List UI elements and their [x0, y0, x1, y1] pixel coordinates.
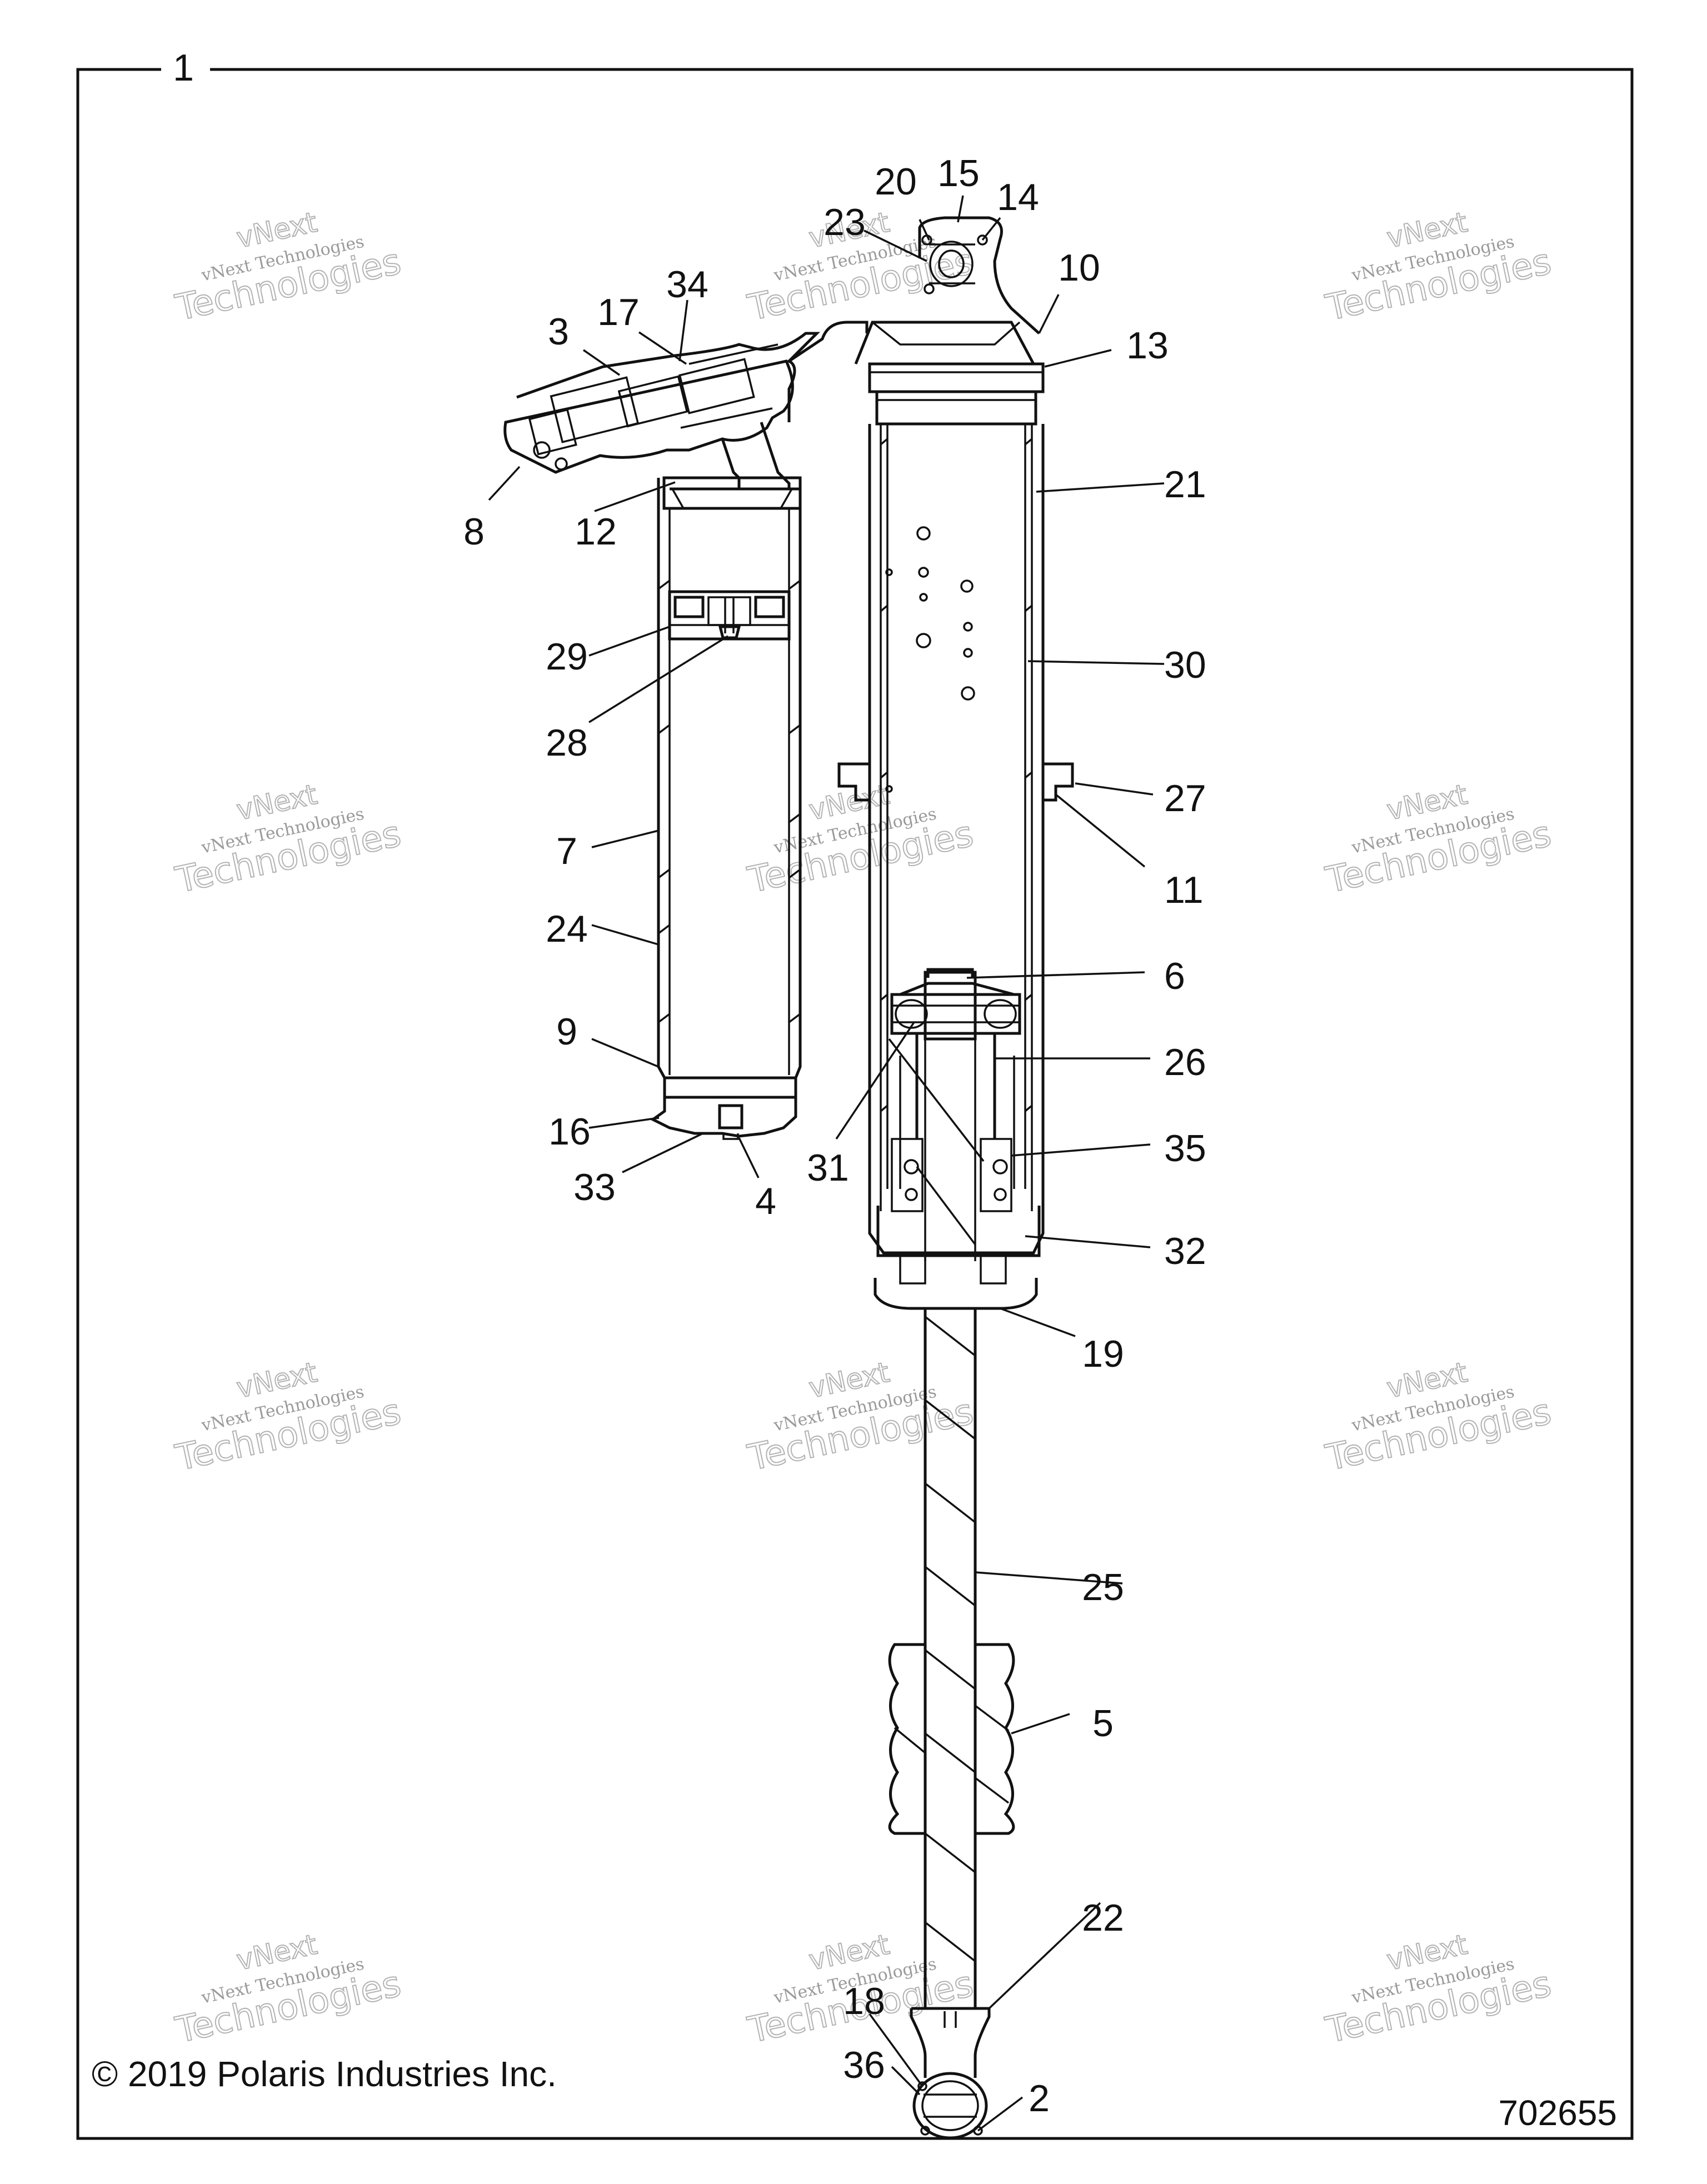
callout-25: 25: [1082, 1566, 1124, 1608]
callout-28: 28: [546, 722, 588, 764]
callout-32: 32: [1164, 1230, 1206, 1272]
callout-20: 20: [875, 161, 917, 203]
callout-19: 19: [1082, 1333, 1124, 1375]
callout-30: 30: [1164, 644, 1206, 686]
lower-eyelet: [910, 2007, 991, 2140]
remote-reservoir: [503, 332, 821, 1140]
copyright-text: © 2019 Polaris Industries Inc.: [92, 2054, 557, 2094]
callout-13: 13: [1126, 324, 1169, 367]
callout-8: 8: [463, 511, 485, 553]
callout-frame-1: 1: [173, 47, 194, 89]
drawing-number: 702655: [1498, 2093, 1617, 2133]
callout-12: 12: [575, 511, 617, 553]
callout-29: 29: [546, 636, 588, 678]
callout-11: 11: [1164, 869, 1204, 911]
jounce-bumper: [888, 1643, 1015, 1835]
diagram-frame: [76, 68, 1634, 2140]
callout-26: 26: [1164, 1041, 1206, 1083]
callout-33: 33: [573, 1166, 616, 1208]
callout-27: 27: [1164, 777, 1206, 819]
callout-7: 7: [556, 830, 577, 872]
main-shock-body: [786, 216, 1074, 1310]
callout-18: 18: [843, 1980, 885, 2022]
callout-34: 34: [666, 263, 708, 306]
callout-22: 22: [1082, 1897, 1124, 1939]
callout-16: 16: [548, 1111, 591, 1153]
callout-labels: 1 20 15 14 23 10 13 3 17 34 8 12 21 30 2…: [173, 47, 1206, 2120]
callout-10: 10: [1058, 247, 1100, 289]
callout-36: 36: [843, 2044, 885, 2086]
callout-2: 2: [1029, 2077, 1050, 2120]
piston-rod: [924, 1308, 977, 2008]
callout-3: 3: [548, 311, 569, 353]
callout-23: 23: [823, 201, 866, 243]
callout-31: 31: [807, 1147, 849, 1189]
callout-15: 15: [937, 152, 980, 194]
callout-4: 4: [755, 1180, 776, 1222]
callout-5: 5: [1092, 1702, 1114, 1745]
callout-14: 14: [997, 176, 1039, 218]
callout-24: 24: [546, 908, 588, 950]
callout-6: 6: [1164, 955, 1185, 997]
callout-35: 35: [1164, 1127, 1206, 1170]
callout-21: 21: [1164, 463, 1206, 506]
leader-lines: [488, 195, 1165, 2132]
footer: © 2019 Polaris Industries Inc. 702655: [92, 2054, 1617, 2133]
callout-9: 9: [556, 1011, 577, 1053]
callout-17: 17: [597, 291, 640, 333]
